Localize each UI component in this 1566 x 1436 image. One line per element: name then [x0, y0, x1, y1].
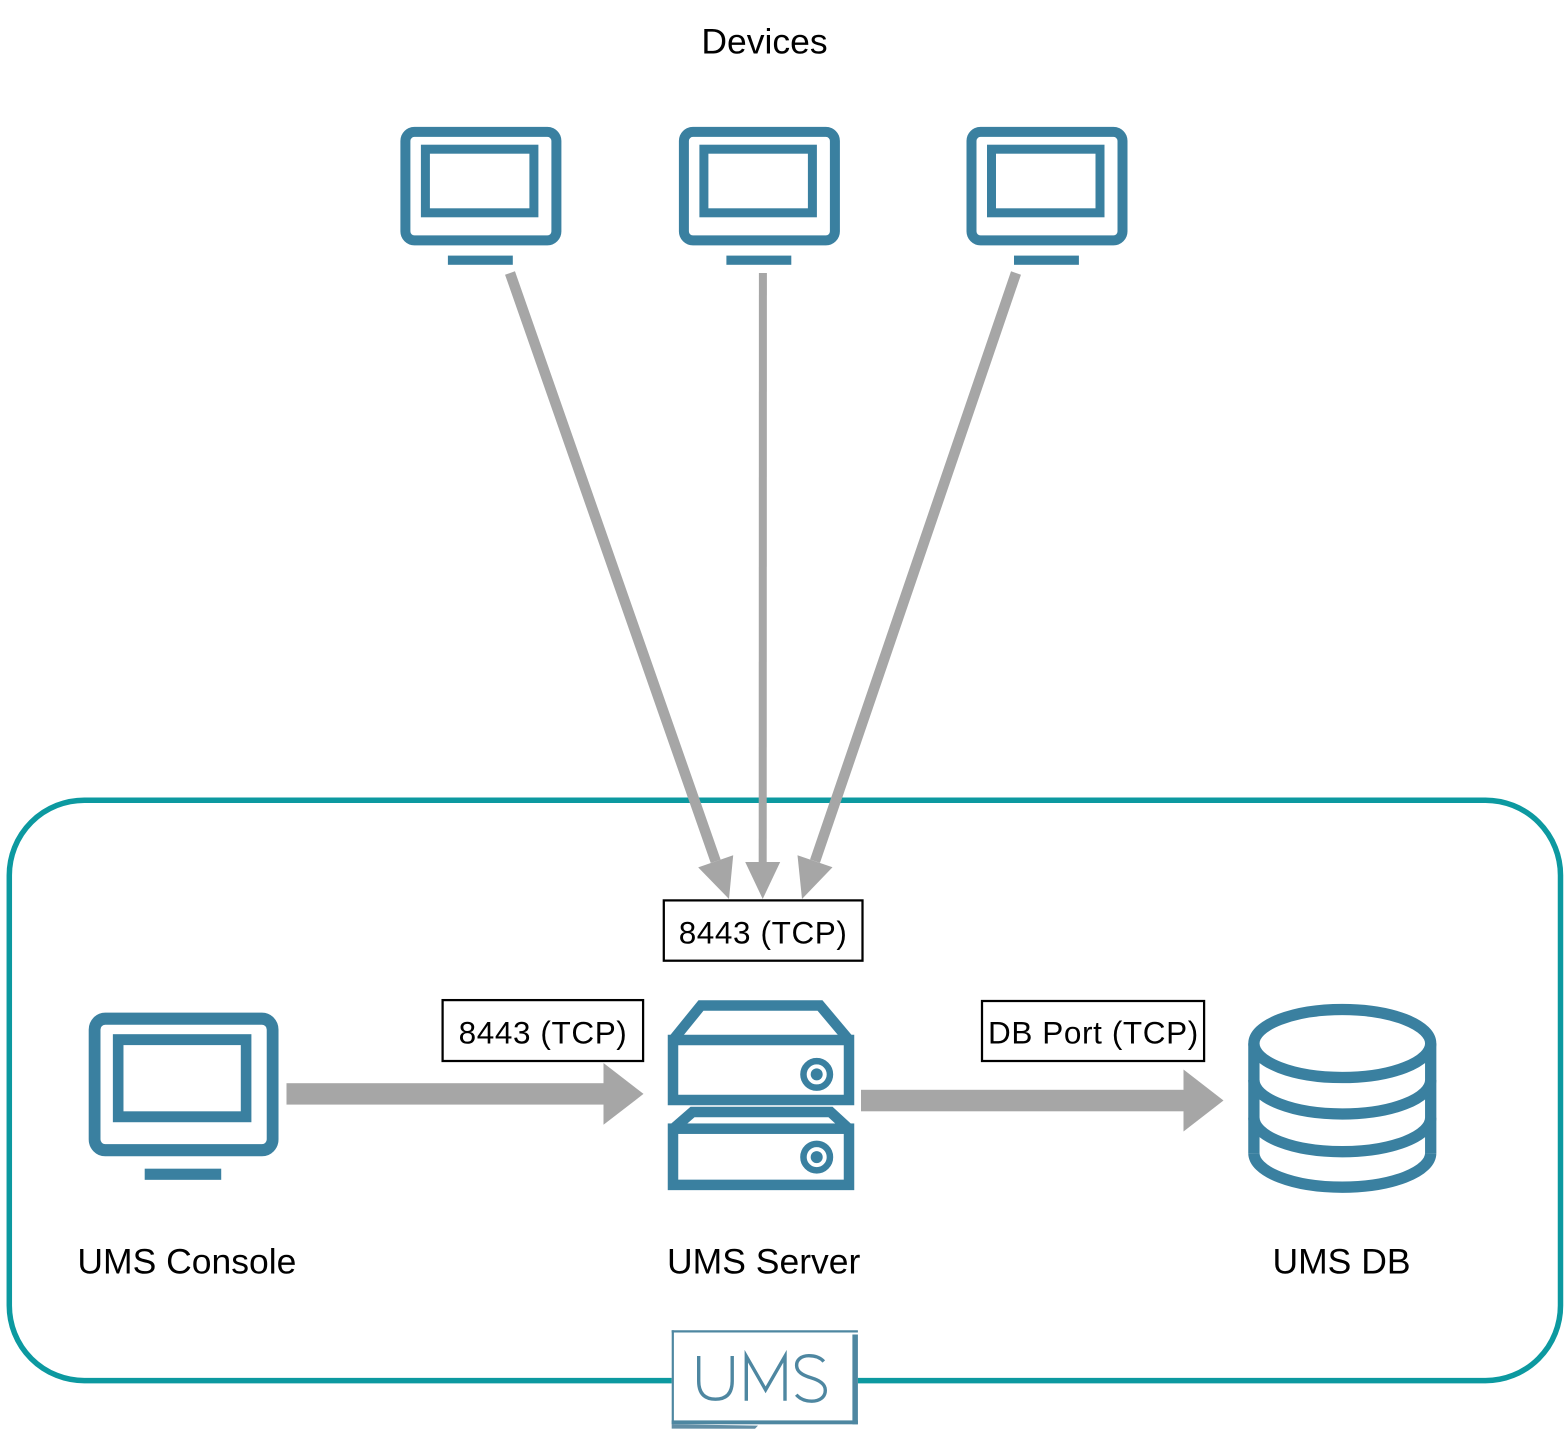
- svg-text:UMS Server: UMS Server: [667, 1241, 860, 1281]
- svg-text:8443 (TCP): 8443 (TCP): [459, 1015, 628, 1051]
- svg-text:Devices: Devices: [701, 22, 827, 62]
- svg-text:UMS Console: UMS Console: [77, 1241, 296, 1281]
- svg-text:DB Port (TCP): DB Port (TCP): [988, 1015, 1199, 1051]
- svg-text:8443 (TCP): 8443 (TCP): [679, 914, 848, 950]
- svg-text:UMS DB: UMS DB: [1272, 1241, 1410, 1281]
